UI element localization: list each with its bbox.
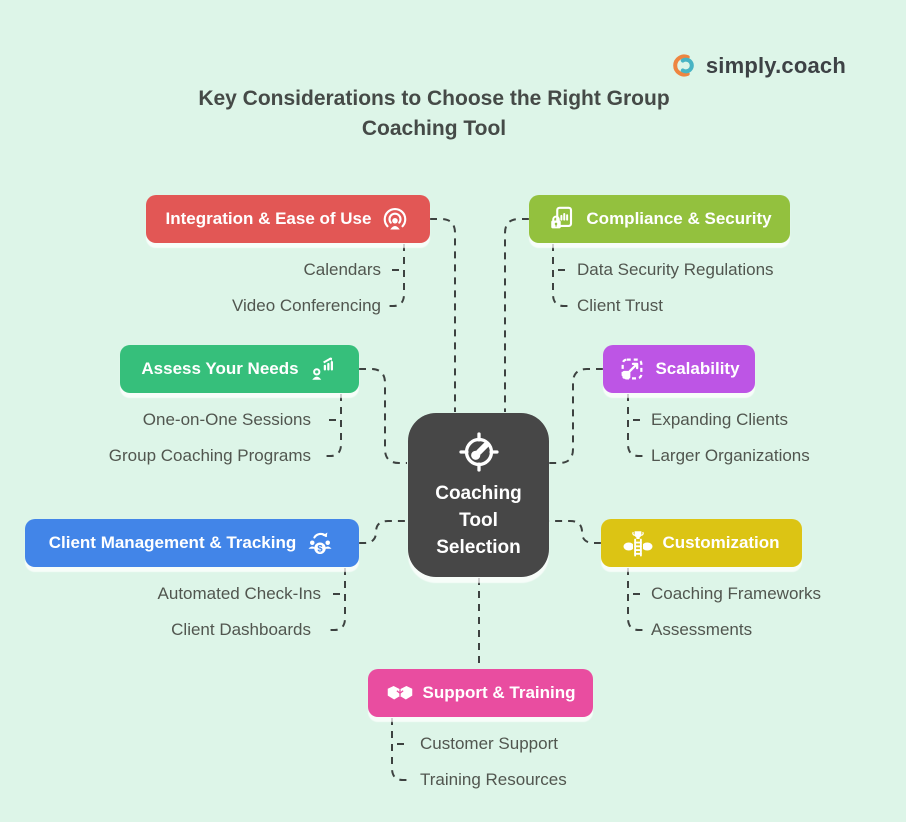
branch-node-assess: Assess Your Needs xyxy=(120,345,359,393)
branch-label-compliance: Compliance & Security xyxy=(586,209,772,228)
branch-label-client-management: Client Management & Tracking xyxy=(48,533,297,552)
connector-customization-center xyxy=(549,520,601,544)
person-chart-icon xyxy=(308,354,338,384)
sub-item-assessments: Assessments xyxy=(651,620,753,639)
page-title-line2: Coaching Tool xyxy=(361,117,507,140)
sub-item-coaching-frameworks: Coaching Frameworks xyxy=(651,584,822,603)
page-title: Key Considerations to Choose the Right G… xyxy=(134,84,734,144)
sub-item-customer-support: Customer Support xyxy=(420,734,558,753)
connector-compliance-center xyxy=(504,218,529,412)
connector-scalability-items xyxy=(627,394,645,457)
branch-node-support: Support & Training xyxy=(368,669,593,717)
connector-assess-center xyxy=(359,368,407,464)
connector-compliance-items xyxy=(552,244,570,307)
target-key-icon xyxy=(457,430,501,474)
brand-logo: simply.coach xyxy=(671,52,846,79)
connector-scalability-center xyxy=(549,368,603,464)
connector-integration-items xyxy=(387,244,405,307)
sub-item-expanding-clients: Expanding Clients xyxy=(651,410,789,429)
center-node-label: Coaching Tool Selection xyxy=(435,482,522,558)
sub-item-client-dashboards: Client Dashboards xyxy=(171,620,311,639)
document-lock-icon xyxy=(547,204,577,234)
branch-node-customization: Customization xyxy=(601,519,802,567)
branch-node-client-management: Client Management & Tracking $ xyxy=(25,519,359,567)
broadcast-person-icon xyxy=(380,204,410,234)
branch-node-scalability: Scalability xyxy=(603,345,755,393)
sub-item-one-on-one-sessions: One-on-One Sessions xyxy=(142,410,311,429)
connector-customization-items xyxy=(627,568,645,631)
sub-item-automated-check-ins: Automated Check-Ins xyxy=(157,584,321,603)
sub-item-training-resources: Training Resources xyxy=(420,770,567,789)
branch-node-integration: Integration & Ease of Use xyxy=(146,195,430,243)
sub-item-calendars: Calendars xyxy=(303,260,382,279)
money-cycle-icon: $ xyxy=(305,528,335,558)
branch-label-customization: Customization xyxy=(662,533,780,552)
sub-item-group-coaching-programs: Group Coaching Programs xyxy=(108,446,311,465)
center-node-coaching-tool-selection: Coaching Tool Selection xyxy=(408,413,549,577)
branch-label-support: Support & Training xyxy=(422,683,576,702)
sub-item-data-security-regulations: Data Security Regulations xyxy=(577,260,774,279)
connector-assess-items xyxy=(324,394,342,457)
branch-label-scalability: Scalability xyxy=(655,359,740,378)
connector-clientmgmt-center xyxy=(359,520,407,544)
connector-support-items xyxy=(391,718,409,781)
connector-clientmgmt-items xyxy=(328,568,346,631)
sub-item-larger-organizations: Larger Organizations xyxy=(651,446,810,465)
handshake-icon xyxy=(386,679,414,707)
expand-icon xyxy=(618,355,646,383)
brand-name: simply.coach xyxy=(705,52,846,78)
sub-item-video-conferencing: Video Conferencing xyxy=(231,296,381,315)
page-title-line1: Key Considerations to Choose the Right G… xyxy=(198,87,670,110)
branch-label-integration: Integration & Ease of Use xyxy=(165,209,372,228)
branch-node-compliance: Compliance & Security xyxy=(529,195,790,243)
connector-integration-center xyxy=(430,218,456,412)
svg-text:$: $ xyxy=(318,544,324,554)
ladder-trophy-icon xyxy=(623,528,653,558)
branch-label-assess: Assess Your Needs xyxy=(141,359,299,378)
sub-item-client-trust: Client Trust xyxy=(577,296,663,315)
simply-coach-logo-icon xyxy=(671,52,698,79)
